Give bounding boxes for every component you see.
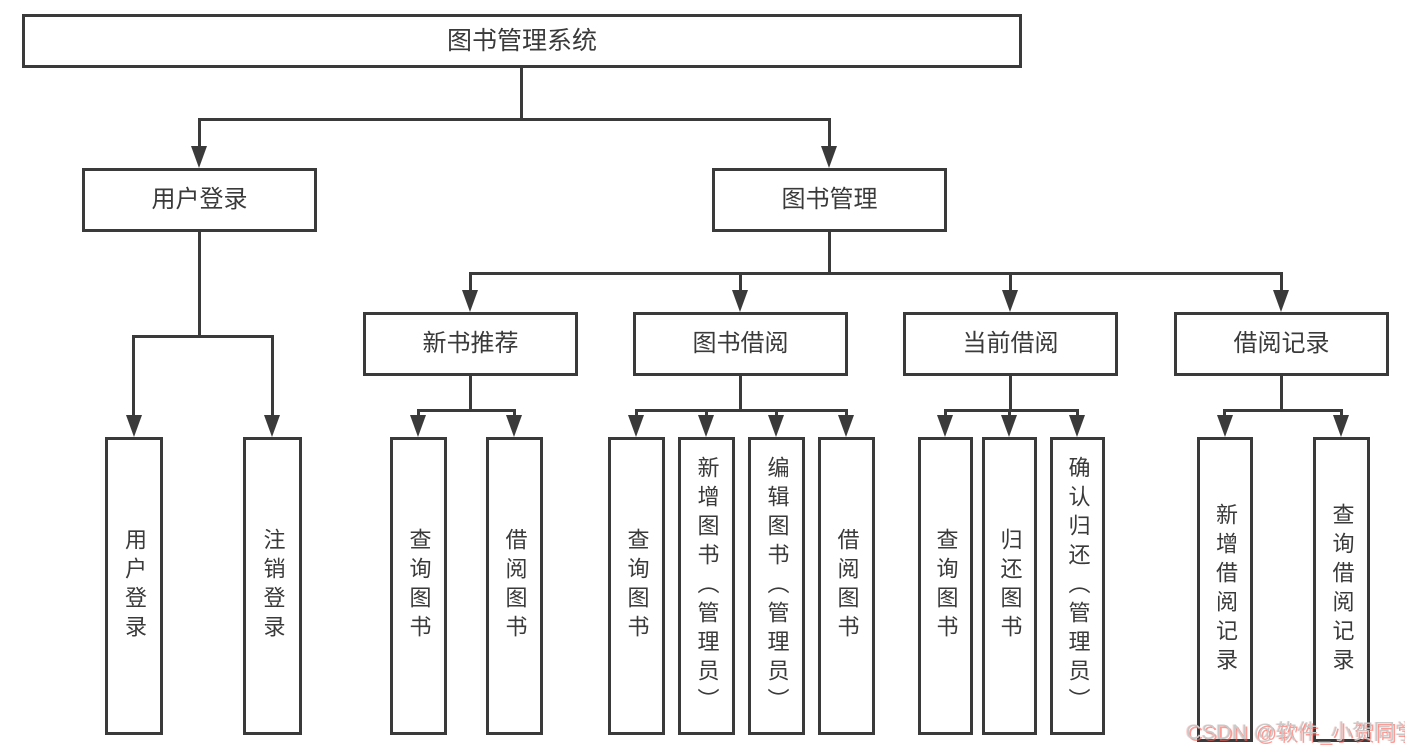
node-current-borrow: 当前借阅	[903, 312, 1118, 376]
arrow-down-icon	[937, 415, 953, 437]
connector-current-borrow-stem	[1009, 376, 1012, 409]
leaf-return-books: 归还图书	[982, 437, 1037, 735]
node-new-book-recommend: 新书推荐	[363, 312, 578, 376]
connector-to-logout-leaf	[271, 335, 274, 415]
connector-leaf	[1340, 409, 1343, 417]
connector-leaf	[1008, 409, 1011, 417]
connector-book-borrow-stem	[739, 376, 742, 409]
arrow-down-icon	[191, 146, 207, 168]
arrow-down-icon	[1333, 415, 1349, 437]
node-library-management-system: 图书管理系统	[22, 14, 1022, 68]
connector-user-login-stem	[198, 232, 201, 335]
node-borrow-records: 借阅记录	[1174, 312, 1389, 376]
leaf-add-books-admin: 新增图书（管理员）	[678, 437, 735, 735]
node-user-login: 用户登录	[82, 168, 317, 232]
arrow-down-icon	[628, 415, 644, 437]
connector-root-stem	[520, 68, 523, 118]
connector-leaf	[944, 409, 947, 417]
connector-book-mgmt-hbar	[469, 272, 1283, 275]
leaf-query-books-current: 查询图书	[918, 437, 973, 735]
connector-borrow-records-hbar	[1223, 409, 1343, 412]
leaf-user-login: 用户登录	[105, 437, 163, 735]
connector-to-book-management	[828, 118, 831, 146]
connector-to-user-login	[198, 118, 201, 146]
node-book-management: 图书管理	[712, 168, 947, 232]
connector-current-borrow-hbar	[944, 409, 1079, 412]
arrow-down-icon	[768, 415, 784, 437]
connector-leaf	[1223, 409, 1226, 417]
csdn-watermark: CSDN @软件_小贺同学	[1186, 721, 1405, 744]
connector-root-hbar	[198, 118, 831, 121]
leaf-logout: 注销登录	[243, 437, 302, 735]
arrow-down-icon	[264, 415, 280, 437]
arrow-down-icon	[462, 290, 478, 312]
arrow-down-icon	[1217, 415, 1233, 437]
arrow-down-icon	[1273, 290, 1289, 312]
arrow-down-icon	[732, 290, 748, 312]
arrow-down-icon	[1069, 415, 1085, 437]
arrow-down-icon	[410, 415, 426, 437]
connector-new-book-stem	[469, 376, 472, 409]
connector-to-login-leaf	[132, 335, 135, 415]
connector-book-borrow-hbar	[635, 409, 847, 412]
arrow-down-icon	[1002, 290, 1018, 312]
connector-leaf	[775, 409, 778, 417]
leaf-edit-books-admin: 编辑图书（管理员）	[748, 437, 805, 735]
connector-borrow-records-stem	[1280, 376, 1283, 409]
arrow-down-icon	[821, 146, 837, 168]
arrow-down-icon	[838, 415, 854, 437]
node-book-borrow: 图书借阅	[633, 312, 848, 376]
leaf-add-borrow-record: 新增借阅记录	[1197, 437, 1253, 742]
arrow-down-icon	[506, 415, 522, 437]
connector-user-login-hbar	[132, 335, 274, 338]
leaf-borrow-books: 借阅图书	[818, 437, 875, 735]
connector-leaf	[1076, 409, 1079, 417]
arrow-down-icon	[126, 415, 142, 437]
connector-new-book-hbar	[417, 409, 516, 412]
connector-to-current-borrow	[1009, 272, 1012, 290]
leaf-confirm-return-admin: 确认归还（管理员）	[1050, 437, 1105, 735]
connector-leaf	[417, 409, 420, 417]
connector-book-mgmt-stem	[828, 232, 831, 272]
arrow-down-icon	[1001, 415, 1017, 437]
leaf-borrow-books-newbook: 借阅图书	[486, 437, 543, 735]
leaf-query-books-newbook: 查询图书	[390, 437, 447, 735]
connector-to-borrow-records	[1280, 272, 1283, 290]
connector-leaf	[635, 409, 638, 417]
arrow-down-icon	[698, 415, 714, 437]
leaf-query-borrow-record: 查询借阅记录	[1313, 437, 1370, 742]
connector-leaf	[513, 409, 516, 417]
leaf-query-books-borrow: 查询图书	[608, 437, 665, 735]
connector-to-book-borrow	[739, 272, 742, 290]
connector-leaf	[845, 409, 848, 417]
connector-leaf	[705, 409, 708, 417]
connector-to-new-book	[469, 272, 472, 290]
